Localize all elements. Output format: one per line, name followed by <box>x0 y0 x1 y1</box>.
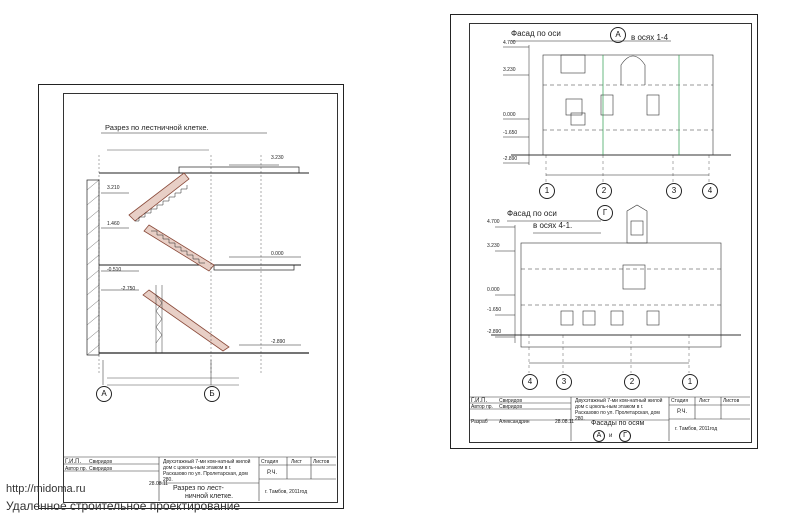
facade-a-level: 0.000 <box>503 112 516 118</box>
tb-author-label: Автор пр. <box>471 404 493 410</box>
tb-drawing-name-1: Разрез по лест- <box>173 485 224 492</box>
facade-a-axis-marker: А <box>610 27 626 43</box>
tb-author-label: Автор пр. <box>65 466 87 472</box>
level-label: -2.890 <box>271 339 286 345</box>
tb-gip-name: Свиридов <box>499 398 522 404</box>
right-sheet-inner-frame <box>469 23 752 443</box>
facade-a-level: -2.890 <box>503 156 518 162</box>
tb-sheet-header: Лист <box>699 398 710 404</box>
facade-g-level: -2.890 <box>487 329 502 335</box>
facade-g-level: 0.000 <box>487 287 500 293</box>
facade-a-level: -1.650 <box>503 130 518 136</box>
facade-g-axis-4: 4 <box>522 374 538 390</box>
facade-g-title: Фасад по оси <box>507 209 557 218</box>
facade-a-axes-range: в осях 1-4 <box>631 33 669 42</box>
tb-axis-g-marker: Г <box>619 430 631 442</box>
tb-gip-label: Г.И.П. <box>65 459 82 465</box>
facade-g-level: 4.700 <box>487 219 500 225</box>
facade-a-axis-2: 2 <box>596 183 612 199</box>
tb-author-name: Свиридов <box>499 404 522 410</box>
facade-g-axis-2: 2 <box>624 374 640 390</box>
facade-g-axis-3: 3 <box>556 374 572 390</box>
facade-a-level: 4.700 <box>503 40 516 46</box>
tb-drawing-name-2: ничной клетке. <box>185 493 234 500</box>
stair-section-drawing <box>63 132 336 501</box>
facade-a-level: 3.230 <box>503 67 516 73</box>
right-drawing-sheet: Фасад по оси А в осях 1-4 Фасад по оси Г… <box>450 14 758 449</box>
left-drawing-sheet: Разрез по лестничной клетке. <box>38 84 344 509</box>
facade-g-level: 3.230 <box>487 243 500 249</box>
tb-and: и <box>609 433 613 439</box>
tb-city: г. Тамбов, 2011год <box>675 426 718 432</box>
watermark-caption: Удаленное строительное проектирование <box>6 499 241 513</box>
level-label: 3.210 <box>107 185 120 191</box>
tb-axis-a-marker: А <box>593 430 605 442</box>
tb-date: 28.08.11 <box>149 481 169 487</box>
facade-a-axis-1: 1 <box>539 183 555 199</box>
level-label: -0.510 <box>107 267 122 273</box>
tb-project: Двухэтажный 7-ми ком-натный жилой дом с … <box>575 398 663 422</box>
tb-city: г. Тамбов, 2011год <box>265 489 308 495</box>
facade-g-level: -1.650 <box>487 307 502 313</box>
left-drawing-title: Разрез по лестничной клетке. <box>105 123 209 132</box>
tb-razrab-name: Александрин <box>499 419 530 425</box>
tb-author-name: Свиридов <box>89 466 112 472</box>
tb-sheets-header: Листов <box>313 459 330 465</box>
tb-stage-header: Стадия <box>261 459 279 465</box>
tb-stage: Р.Ч. <box>267 470 278 476</box>
level-label: 3.230 <box>271 155 284 161</box>
tb-stage: Р.Ч. <box>677 409 688 415</box>
watermark-url[interactable]: http://midoma.ru <box>6 483 86 495</box>
facade-a-axis-4: 4 <box>702 183 718 199</box>
tb-razrab-label: Разраб <box>471 419 488 425</box>
facade-g-axis-1: 1 <box>682 374 698 390</box>
facade-g-axes-range: в осях 4-1. <box>533 221 573 230</box>
level-label: 1.460 <box>107 221 120 227</box>
tb-drawing-name: Фасады по осям <box>591 420 645 427</box>
level-label: 0.000 <box>271 251 284 257</box>
tb-gip-name: Свиридов <box>89 459 112 465</box>
facade-drawings <box>469 40 750 441</box>
tb-project: Двухэтажный 7-ми ком-натный жилой дом с … <box>163 459 251 483</box>
tb-stage-header: Стадия <box>671 398 689 404</box>
facade-g-axis-marker: Г <box>597 205 613 221</box>
facade-a-axis-3: 3 <box>666 183 682 199</box>
tb-sheets-header: Листов <box>723 398 740 404</box>
axis-marker-b: Б <box>204 386 220 402</box>
tb-date: 28.08.11 <box>555 419 575 425</box>
level-label: -2.750 <box>121 286 136 292</box>
facade-a-title: Фасад по оси <box>511 29 561 38</box>
axis-marker-a: А <box>96 386 112 402</box>
tb-sheet-header: Лист <box>291 459 302 465</box>
left-sheet-inner-frame <box>63 93 338 503</box>
tb-gip-label: Г.И.П. <box>471 398 488 404</box>
